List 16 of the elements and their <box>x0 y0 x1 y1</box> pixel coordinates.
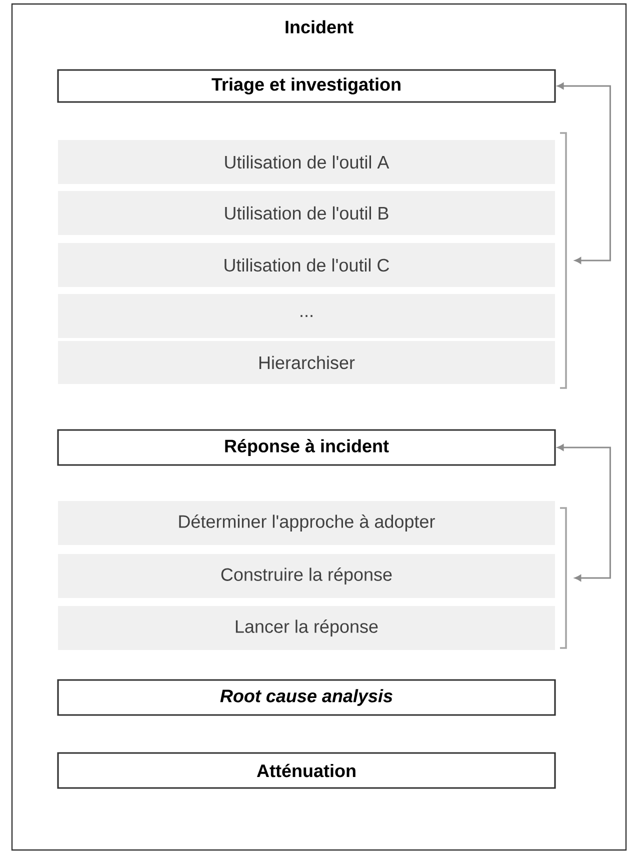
task-row: Utilisation de l'outil A <box>58 140 555 184</box>
task-row: Construire la réponse <box>58 554 555 598</box>
stage-box: Root cause analysis <box>57 679 556 716</box>
connector-arrow <box>557 444 611 582</box>
task-row: Déterminer l'approche à adopter <box>58 501 555 545</box>
bracket <box>560 507 567 649</box>
stage-box: Triage et investigation <box>57 69 556 103</box>
bracket <box>560 132 567 389</box>
task-row: ... <box>58 294 555 338</box>
task-row: Utilisation de l'outil C <box>58 243 555 287</box>
stage-box: Réponse à incident <box>57 429 556 466</box>
task-row: Hierarchiser <box>58 341 555 384</box>
task-row: Utilisation de l'outil B <box>58 191 555 235</box>
task-row: Lancer la réponse <box>58 606 555 650</box>
connector-arrow <box>557 82 611 264</box>
stage-box: Atténuation <box>57 752 556 789</box>
